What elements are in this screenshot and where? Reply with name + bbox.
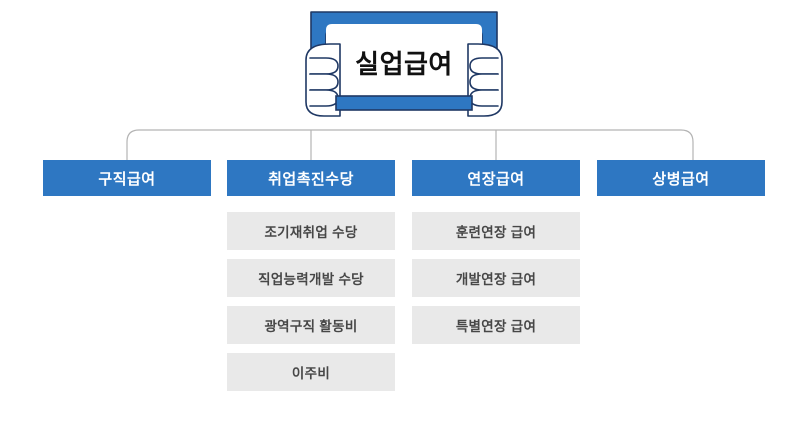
branch-sublist-3: 훈련연장 급여 개발연장 급여 특별연장 급여 bbox=[412, 212, 580, 344]
root-node-label: 실업급여 bbox=[355, 48, 453, 79]
root-node: 실업급여 bbox=[296, 8, 512, 118]
branch-sublist-2: 조기재취업 수당 직업능력개발 수당 광역구직 활동비 이주비 bbox=[227, 212, 395, 391]
branch-column-4: 상병급여 bbox=[597, 160, 765, 212]
sub-item[interactable]: 특별연장 급여 bbox=[412, 306, 580, 344]
branch-column-1: 구직급여 bbox=[43, 160, 211, 212]
sub-item[interactable]: 개발연장 급여 bbox=[412, 259, 580, 297]
branch-column-3: 연장급여 훈련연장 급여 개발연장 급여 특별연장 급여 bbox=[412, 160, 580, 344]
hands-holding-frame-icon bbox=[305, 11, 503, 117]
sub-item[interactable]: 조기재취업 수당 bbox=[227, 212, 395, 250]
branch-header-3[interactable]: 연장급여 bbox=[412, 160, 580, 196]
sub-item[interactable]: 직업능력개발 수당 bbox=[227, 259, 395, 297]
sub-item[interactable]: 훈련연장 급여 bbox=[412, 212, 580, 250]
branch-header-2[interactable]: 취업촉진수당 bbox=[227, 160, 395, 196]
branch-header-4[interactable]: 상병급여 bbox=[597, 160, 765, 196]
branch-column-2: 취업촉진수당 조기재취업 수당 직업능력개발 수당 광역구직 활동비 이주비 bbox=[227, 160, 395, 391]
branch-header-1[interactable]: 구직급여 bbox=[43, 160, 211, 196]
sub-item[interactable]: 광역구직 활동비 bbox=[227, 306, 395, 344]
sub-item[interactable]: 이주비 bbox=[227, 353, 395, 391]
